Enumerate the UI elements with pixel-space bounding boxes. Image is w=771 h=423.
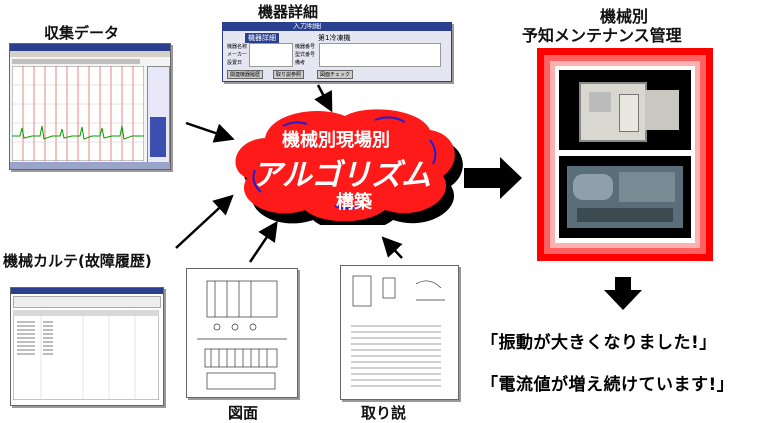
menu-bar xyxy=(10,51,170,57)
cloud-line-3: 構築 xyxy=(336,192,372,213)
field-grid: 機器名称 機器番号 メーカー 型式番号 設置日 備考 xyxy=(227,43,443,67)
drawing-label: 図面 xyxy=(228,404,259,422)
cloud-line-1: 機械別現場別 xyxy=(282,130,390,151)
arrow-from-collected-data xyxy=(185,121,235,143)
maintenance-frame xyxy=(537,48,713,261)
manual-reference-button[interactable]: 取り説参照 xyxy=(273,70,305,79)
collected-data-label: 収集データ xyxy=(44,24,120,42)
arrow-to-maintenance xyxy=(464,157,522,199)
arrow-from-manual xyxy=(381,236,403,259)
detail-tag: 機器詳細 xyxy=(245,33,279,43)
field-label: 備考 xyxy=(295,60,306,66)
drawing-screenshot xyxy=(186,268,298,398)
waveform-chart xyxy=(12,66,144,161)
circuit-diagram xyxy=(197,280,287,390)
algorithm-cloud xyxy=(235,109,463,225)
field-label: 機器名称 xyxy=(227,44,248,50)
tab-strip xyxy=(12,59,140,64)
cloud-scribble xyxy=(282,121,308,127)
machine-record-label: 機械カルテ(故障履歴) xyxy=(3,252,152,270)
field-label: 機器番号 xyxy=(295,44,316,50)
window-title: 入力明細 xyxy=(293,22,321,30)
cloud-line-2: アルゴリズム xyxy=(252,158,432,193)
field-label: 設置日 xyxy=(227,60,243,66)
manual-page xyxy=(351,275,445,387)
maintenance-title-1: 機械別 xyxy=(600,7,649,26)
cloud-scribble xyxy=(334,203,366,210)
status-bar xyxy=(10,162,170,169)
cloud-scribble xyxy=(429,139,437,165)
current-alert-message: 「電流値が増え続けています!」 xyxy=(481,375,735,395)
cloud-body xyxy=(235,109,455,222)
manual-screenshot xyxy=(340,265,459,400)
side-panel xyxy=(147,66,170,163)
related-history-button[interactable]: 関連機器履歴 xyxy=(227,70,264,79)
manual-label: 取り説 xyxy=(361,404,407,422)
window-titlebar xyxy=(223,23,451,31)
drawing-check-button[interactable]: 図面チェック xyxy=(317,70,354,79)
cloud-scribble xyxy=(252,169,262,193)
equipment-detail-label: 機器詳細 xyxy=(258,3,319,21)
collected-data-screenshot xyxy=(9,43,171,170)
equipment-detail-window: 入力明細 機器詳細 第1冷凍機 機器名称 機器番号 メーカー 型式番号 設置日 … xyxy=(222,22,452,82)
field-label: 型式番号 xyxy=(295,52,316,58)
machine-record-screenshot xyxy=(10,287,164,406)
arrow-down-to-messages xyxy=(604,277,642,310)
machine-photo-bottom xyxy=(559,156,691,238)
machine-photo-top xyxy=(559,70,691,150)
arrow-from-machine-record xyxy=(175,194,234,249)
arrow-from-drawing xyxy=(248,220,278,263)
history-table xyxy=(13,310,159,400)
vibration-alert-message: 「振動が大きくなりました!」 xyxy=(481,333,717,353)
window-titlebar xyxy=(10,44,170,51)
arrow-from-equipment-detail xyxy=(314,84,333,113)
machine-name: 第1冷凍機 xyxy=(318,34,351,42)
cloud-scribble xyxy=(374,116,406,123)
window-titlebar xyxy=(11,288,163,294)
button-row: 関連機器履歴 取り説参照 図面チェック xyxy=(227,70,447,79)
field-label: メーカー xyxy=(227,52,248,58)
maintenance-title-2: 予知メンテナンス管理 xyxy=(522,26,682,45)
